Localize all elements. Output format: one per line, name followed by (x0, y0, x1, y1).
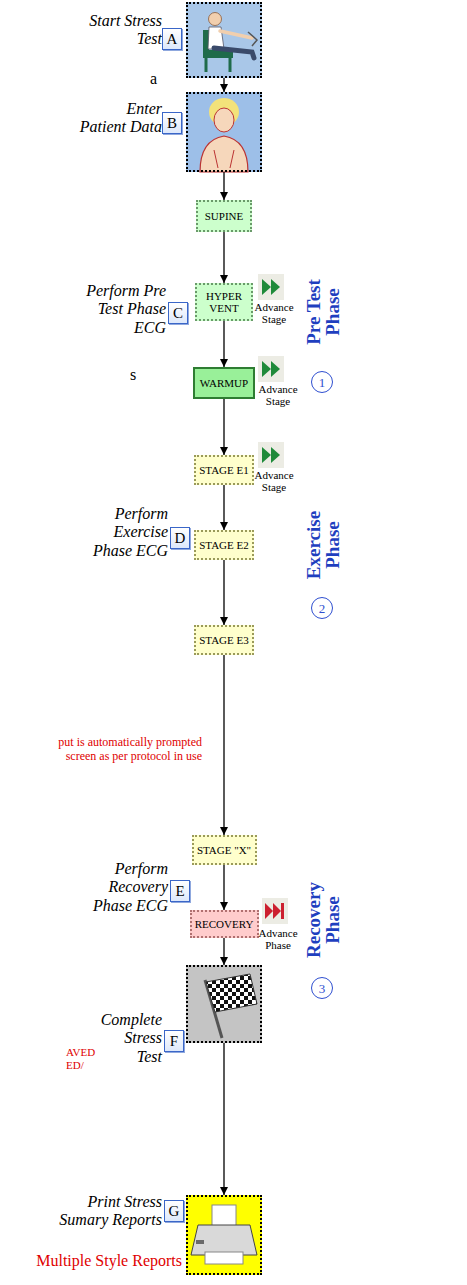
step-letter: A (162, 28, 182, 50)
callout-number: 2 (311, 597, 333, 619)
callout-text: 3 (319, 982, 326, 995)
flow-arrow (223, 321, 224, 367)
stage-box: WARMUP (193, 367, 255, 399)
advance-phase-icon (262, 898, 288, 924)
finish-icon: Complete Stress Test (186, 965, 262, 1043)
note-text: put is automatically prompted screen as … (30, 735, 202, 764)
step-caption: Complete Stress Test (96, 1011, 162, 1066)
stage-box: HYPER VENT (195, 283, 253, 321)
stage-box: STAGE E3 (194, 625, 254, 655)
stage-box: STAGE "X" (192, 835, 257, 865)
box-label: B (167, 116, 177, 131)
box-label: STAGE E1 (199, 464, 249, 476)
phase-title: Exercise Phase (303, 497, 343, 593)
callout-text: 1 (319, 376, 326, 389)
patient-icon: Enter Patient Data (186, 92, 262, 172)
box-label: STAGE E3 (199, 634, 249, 646)
stage-box: STAGE E1 (194, 455, 254, 485)
flow-arrow (223, 1043, 224, 1195)
stage-box: STAGE E2 (194, 530, 254, 560)
box-label: A (167, 32, 178, 47)
stage-box: SUPINE (196, 200, 252, 232)
finish-flag-art (186, 965, 262, 1043)
start-icon-art (186, 2, 262, 78)
step-caption: Start Stress Test (78, 12, 162, 49)
flow-arrow (223, 938, 224, 965)
start-icon: Start Stress Test (186, 2, 262, 78)
box-label: HYPER VENT (197, 290, 251, 314)
step-letter: C (168, 302, 188, 324)
text-fragment: s (130, 366, 136, 384)
flow-arrow (223, 655, 224, 835)
step-caption: Perform Pre Test Phase ECG (80, 282, 166, 337)
callout-number: 1 (311, 371, 333, 393)
flow-arrow (223, 485, 224, 530)
step-caption: Perform Exercise Phase ECG (82, 505, 168, 560)
step-caption: Enter Patient Data (78, 100, 162, 137)
printer-art (186, 1195, 262, 1275)
flow-arrow (223, 560, 224, 625)
patient-icon-art (186, 92, 262, 172)
callout-text: 2 (319, 602, 326, 615)
flow-arrow (223, 232, 224, 283)
step-letter: F (164, 1030, 184, 1052)
note-text: Multiple Style Reports (36, 1252, 182, 1270)
flow-arrow (223, 78, 224, 92)
step-caption: Print Stress Sumary Reports (50, 1193, 162, 1230)
button-caption: Advance Phase (254, 928, 302, 951)
step-letter: E (170, 880, 190, 902)
box-label: D (175, 531, 186, 546)
box-label: WARMUP (200, 377, 248, 389)
box-label: RECOVERY (195, 918, 254, 930)
button-caption: Advance Stage (256, 384, 300, 407)
step-letter: B (162, 112, 182, 134)
box-label: STAGE E2 (199, 539, 249, 551)
box-label: G (169, 1204, 180, 1219)
box-label: F (170, 1034, 178, 1049)
flow-arrow (223, 172, 224, 200)
box-label: SUPINE (205, 210, 244, 222)
flow-arrow (223, 399, 224, 455)
button-caption: Advance Stage (250, 470, 298, 493)
box-label: C (173, 306, 183, 321)
text-fragment: a (150, 70, 157, 88)
stage-box: RECOVERY (190, 910, 259, 938)
phase-title: Recovery Phase (303, 872, 343, 968)
button-caption: Advance Stage (250, 302, 298, 325)
box-label: E (175, 884, 184, 899)
phase-title: Pre Test Phase (303, 264, 343, 360)
note-text: AVED ED/ (66, 1046, 106, 1071)
printer-icon: Print Stress Sumary Reports (186, 1195, 262, 1275)
callout-number: 3 (311, 977, 333, 999)
box-label: STAGE "X" (197, 844, 251, 856)
step-letter: D (170, 527, 190, 549)
flow-arrow (223, 865, 224, 910)
step-letter: G (164, 1200, 184, 1222)
step-caption: Perform Recovery Phase ECG (82, 860, 168, 915)
